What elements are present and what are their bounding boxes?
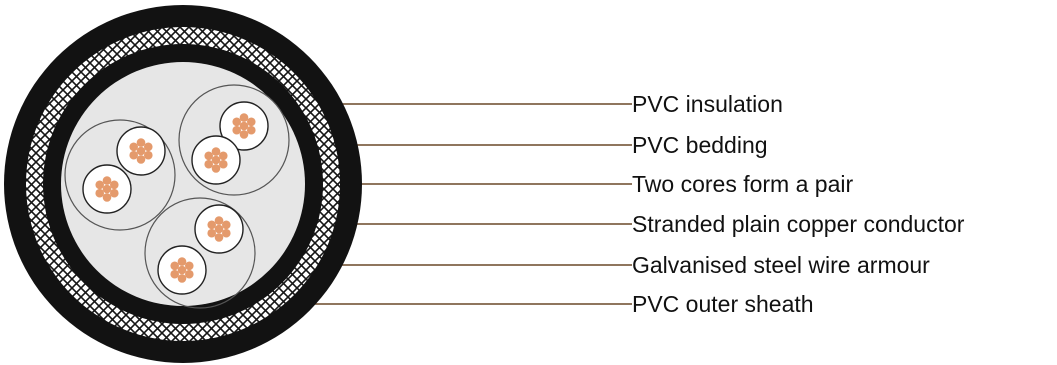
copper-strand [204, 159, 214, 169]
copper-strand [136, 155, 146, 164]
copper-strand [239, 130, 249, 139]
copper-strand [211, 147, 221, 156]
copper-strand [177, 265, 187, 275]
insulated-conductor [191, 135, 241, 185]
label-steel-wire-armour: Galvanised steel wire armour [632, 252, 930, 278]
copper-strand [218, 151, 228, 161]
label-pvc-insulation: PVC insulation [632, 91, 783, 117]
insulated-conductor [219, 101, 269, 151]
copper-strand [170, 269, 180, 279]
copper-strand [95, 188, 105, 198]
label-pvc-bedding: PVC bedding [632, 132, 768, 158]
copper-strand [246, 117, 256, 127]
copper-strand [170, 261, 180, 271]
copper-strand [211, 155, 221, 165]
copper-strand [109, 188, 119, 198]
copper-strand [184, 261, 194, 271]
copper-strand [136, 138, 146, 147]
pair-outline-top-right [178, 84, 290, 196]
pair-outlines [64, 84, 290, 309]
copper-strand [221, 228, 231, 238]
copper-strand [239, 121, 249, 131]
copper-strand [102, 193, 112, 202]
copper-strand [95, 180, 105, 190]
copper-strand [221, 220, 231, 230]
copper-strand [129, 142, 139, 152]
copper-strand [232, 125, 242, 135]
copper-strand [207, 228, 217, 238]
copper-strand [102, 184, 112, 194]
copper-strand [204, 151, 214, 161]
copper-strand [143, 150, 153, 160]
insulated-conductor [157, 245, 207, 295]
copper-strand [184, 269, 194, 279]
insulated-conductor [194, 204, 244, 254]
copper-strand [177, 274, 187, 283]
label-two-cores-pair: Two cores form a pair [632, 171, 854, 197]
copper-strand [129, 150, 139, 160]
insulated-conductors [82, 101, 269, 295]
copper-strand [246, 125, 256, 135]
label-pvc-outer-sheath: PVC outer sheath [632, 291, 814, 317]
copper-strand [207, 220, 217, 230]
copper-strand [232, 117, 242, 127]
copper-strand [211, 164, 221, 173]
copper-strand [136, 146, 146, 156]
copper-strand [102, 176, 112, 185]
copper-strand [239, 113, 249, 122]
copper-strand [214, 224, 224, 234]
copper-strand [214, 233, 224, 242]
copper-strand [109, 180, 119, 190]
copper-strand [214, 216, 224, 225]
label-stranded-conductor: Stranded plain copper conductor [632, 211, 965, 237]
copper-strand [218, 159, 228, 169]
copper-strand [177, 257, 187, 266]
pair-outline-bottom [144, 197, 256, 309]
insulated-conductor [116, 126, 166, 176]
copper-strand [143, 142, 153, 152]
insulated-conductor [82, 164, 132, 214]
pair-outline-left [64, 119, 176, 231]
